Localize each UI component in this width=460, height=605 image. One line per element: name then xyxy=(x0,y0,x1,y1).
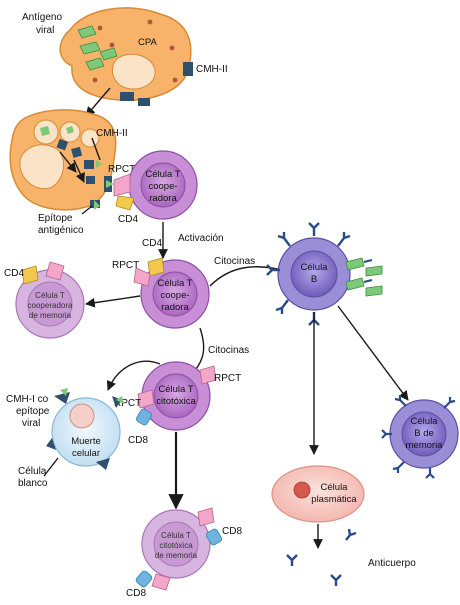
label-cpa: CPA xyxy=(138,37,157,48)
label-cd4-1: CD4 xyxy=(118,214,138,225)
label-th1-a: Célula T xyxy=(145,169,180,180)
label-thm-b: cooperadora xyxy=(28,301,73,310)
label-bm-a: Célula xyxy=(411,416,439,427)
label-th1-b: coope- xyxy=(148,181,177,192)
label-antigeno-viral-1: Antígeno xyxy=(22,12,62,23)
label-blanco-a: Célula xyxy=(18,466,47,477)
arrow-tc-to-target xyxy=(106,360,161,391)
label-rpct-2: RPCT xyxy=(112,260,139,271)
pointer-cmh-ii-mid xyxy=(91,137,101,161)
b-cell xyxy=(266,222,383,326)
label-cd4-2: CD4 xyxy=(142,238,162,249)
label-th2-b: coope- xyxy=(160,290,189,301)
label-thm-a: Célula T xyxy=(35,291,65,300)
helper-t-cell-2 xyxy=(133,257,210,329)
label-b-cell-b: B xyxy=(311,274,317,285)
label-tc-b: citotóxica xyxy=(156,396,196,407)
label-activacion: Activación xyxy=(178,233,224,244)
plasma-cell xyxy=(271,465,365,523)
mhc-ii-receptor xyxy=(183,62,193,76)
label-muerte-a: Muerte xyxy=(71,436,101,447)
label-citocinas-1: Citocinas xyxy=(214,256,255,267)
label-tcm-b: citotóxica xyxy=(159,541,193,550)
label-th1-c: radora xyxy=(149,193,177,204)
arrow-to-th-memory xyxy=(85,295,141,308)
arrow-b-to-memory xyxy=(337,305,409,401)
label-antigeno-viral-2: viral xyxy=(36,25,54,36)
label-cd8-3: CD8 xyxy=(126,588,146,599)
antibodies xyxy=(286,528,357,586)
label-epitope-2: antigénico xyxy=(38,225,84,236)
label-cmh-i-b: epítope xyxy=(16,406,50,417)
label-citocinas-2: Citocinas xyxy=(208,345,249,356)
label-th2-c: radora xyxy=(161,302,189,313)
target-cell xyxy=(46,388,124,470)
viral-antigens-top xyxy=(77,25,118,71)
apc-cell-top xyxy=(59,7,193,106)
label-cmh-ii-top: CMH-II xyxy=(196,64,228,75)
b-cell-antibody-receptors xyxy=(266,222,351,326)
label-anticuerpo: Anticuerpo xyxy=(368,558,416,569)
cytotoxic-t-memory-cell xyxy=(135,507,222,591)
label-blanco-b: blanco xyxy=(18,478,48,489)
label-cd4-mem: CD4 xyxy=(4,268,24,279)
label-cd8-1: CD8 xyxy=(128,435,148,446)
arrow-apc-to-processing xyxy=(85,87,111,117)
label-plasma-a: Célula xyxy=(321,482,349,493)
cd4-receptor xyxy=(115,195,135,211)
helper-t-memory-cell xyxy=(15,261,85,339)
cytotoxic-t-cell xyxy=(136,361,217,431)
label-plasma-b: plasmática xyxy=(311,494,357,505)
label-rpct-1: RPCT xyxy=(108,164,135,175)
label-rpct-3: RPCT xyxy=(214,373,241,384)
label-tc-a: Célula T xyxy=(158,384,193,395)
label-b-cell-a: Célula xyxy=(301,262,329,273)
label-cmh-i-a: CMH-I co xyxy=(6,394,49,405)
label-rpct-4: RPCT xyxy=(114,398,141,409)
b-memory-cell xyxy=(381,395,459,479)
label-th2-a: Célula T xyxy=(157,278,192,289)
helper-t-cell-1 xyxy=(113,150,198,220)
label-epitope-1: Epítope xyxy=(38,213,73,224)
apc-cell-processing xyxy=(9,109,117,211)
label-tcm-a: Célula T xyxy=(161,531,191,540)
label-tcm-c: de memoria xyxy=(155,551,198,560)
label-thm-c: de memoria xyxy=(29,311,72,320)
label-bm-c: memoria xyxy=(406,440,444,451)
label-bm-b: B de xyxy=(414,428,434,439)
tcr-receptor xyxy=(113,173,131,197)
label-muerte-b: celular xyxy=(72,448,100,459)
label-cd8-2: CD8 xyxy=(222,526,242,537)
label-cmh-i-c: viral xyxy=(22,418,40,429)
label-cmh-ii-mid: CMH-II xyxy=(96,128,128,139)
